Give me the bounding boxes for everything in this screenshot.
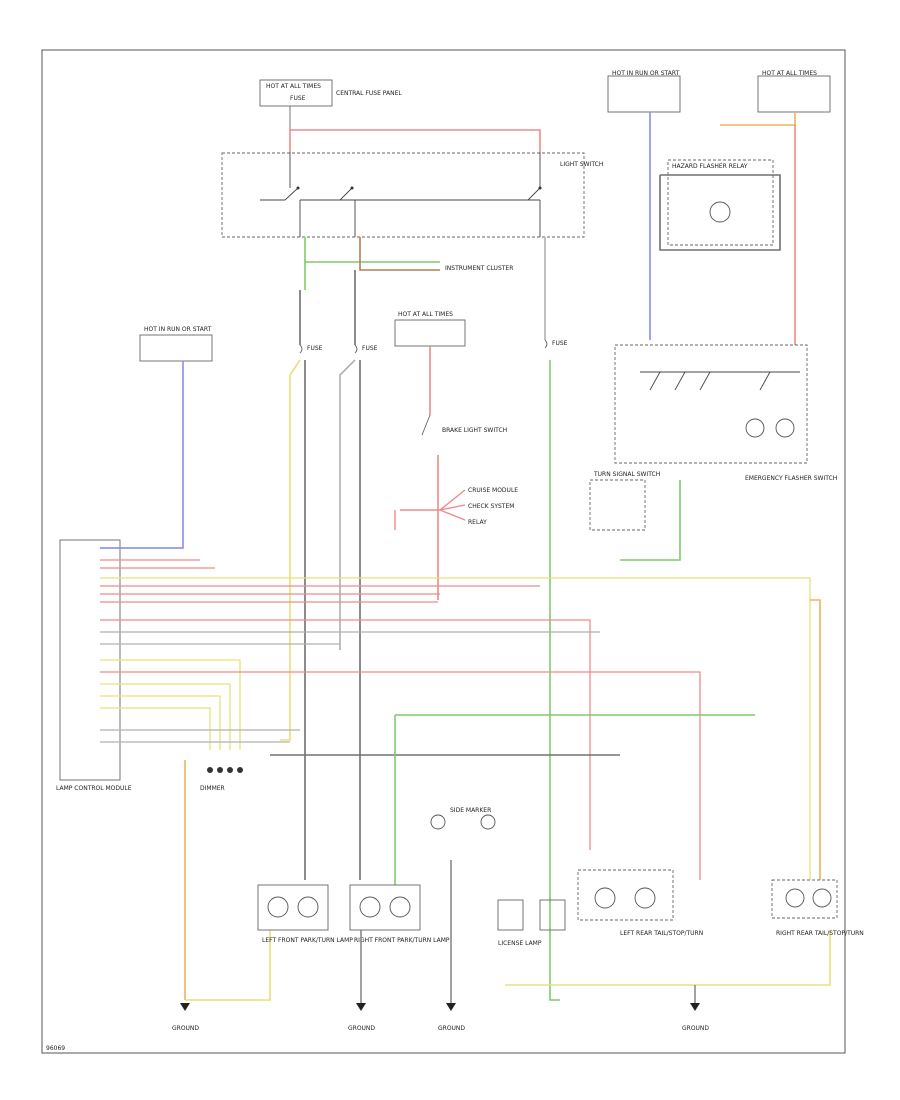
wire-gray-feeder-2 <box>339 359 356 650</box>
ground-label-3: GROUND <box>438 1025 465 1032</box>
license-lamp-label: LICENSE LAMP <box>498 940 542 947</box>
hot-all-times-mid-label: HOT AT ALL TIMES <box>398 311 453 318</box>
brake-distribution <box>394 489 466 530</box>
right-rear-bulb-1 <box>785 888 805 908</box>
light-switch-box <box>221 152 585 238</box>
wire-orange-right-drop <box>810 599 821 880</box>
fuse-label-2: FUSE <box>362 345 378 352</box>
brake-light-switch-label: BRAKE LIGHT SWITCH <box>442 427 507 434</box>
left-front-bulb-2 <box>297 896 319 918</box>
wire-green-turn <box>620 480 681 561</box>
flasher-contacts <box>640 371 800 391</box>
right-front-lamp-box <box>349 884 421 931</box>
emergency-flasher-label: EMERGENCY FLASHER SWITCH <box>745 475 837 482</box>
turn-signal-switch-box <box>589 479 646 531</box>
flasher-indicator-1 <box>745 418 765 438</box>
left-front-bulb-1 <box>267 896 289 918</box>
wire-red-top <box>290 129 541 152</box>
left-rear-lamp-label: LEFT REAR TAIL/STOP/TURN <box>620 930 703 937</box>
wire-yellow-feeder <box>280 359 301 741</box>
relay-label-mid: RELAY <box>468 519 487 526</box>
hot-all-times-right-label: HOT AT ALL TIMES <box>762 70 817 77</box>
wire-blue-left <box>100 361 184 549</box>
right-front-lamp-label: RIGHT FRONT PARK/TURN LAMP <box>354 937 450 944</box>
left-front-lamp-label: LEFT FRONT PARK/TURN LAMP <box>262 937 353 944</box>
dimmer-label: DIMMER <box>200 785 225 792</box>
hot-all-times-mid-box <box>394 319 466 347</box>
central-fuse-box <box>259 79 333 107</box>
hot-run-left-box <box>139 334 213 362</box>
left-rear-bulb-2 <box>634 887 656 909</box>
ground-drops <box>360 860 696 1003</box>
hazard-relay-box <box>667 159 774 246</box>
left-front-lamp-box <box>257 884 329 931</box>
fuse-label-3: FUSE <box>552 340 568 347</box>
flasher-indicator-2 <box>775 418 795 438</box>
ground-label-2: GROUND <box>348 1025 375 1032</box>
side-marker-bulb-1 <box>430 814 446 830</box>
central-fuse-name: CENTRAL FUSE PANEL <box>336 90 402 97</box>
emergency-flasher-box <box>614 344 808 464</box>
right-rear-lamp-label: RIGHT REAR TAIL/STOP/TURN <box>776 930 864 937</box>
hot-run-right-box <box>607 75 681 113</box>
ground-symbols <box>180 1003 700 1011</box>
light-switch-label: LIGHT SWITCH <box>560 161 603 168</box>
central-fuse-fuse-label: FUSE <box>290 95 306 102</box>
license-lamp-box-1 <box>497 899 524 931</box>
left-rear-lamp-box <box>577 869 674 921</box>
lamp-control-module-label: LAMP CONTROL MODULE <box>56 785 132 792</box>
wire-green-ls-1 <box>304 237 440 263</box>
instrument-cluster-label: INSTRUMENT CLUSTER <box>445 265 513 272</box>
right-rear-lamp-box <box>771 879 838 919</box>
module-harness <box>100 547 811 880</box>
hot-all-times-right-box <box>757 75 831 113</box>
right-rear-bulb-2 <box>812 888 832 908</box>
switch-contacts <box>260 152 541 237</box>
ground-label-4: GROUND <box>682 1025 709 1032</box>
wire-yellow-rear-run <box>505 930 831 986</box>
check-connectors <box>207 767 243 773</box>
ground-label-1: GROUND <box>172 1025 199 1032</box>
hot-run-left-label: HOT IN RUN OR START <box>144 326 212 333</box>
hazard-relay-coil <box>709 201 731 223</box>
central-fuse-hot-label: HOT AT ALL TIMES <box>266 83 321 90</box>
fuse-row <box>299 339 548 354</box>
wire-brown-ls <box>359 237 440 271</box>
check-system-label: CHECK SYSTEM <box>468 503 514 510</box>
wire-yellow-ground-run <box>185 930 271 1001</box>
hot-run-right-label: HOT IN RUN OR START <box>612 70 680 77</box>
side-marker-label: SIDE MARKER <box>450 807 491 814</box>
hazard-relay-label: HAZARD FLASHER RELAY <box>672 163 748 170</box>
left-rear-bulb-1 <box>594 887 616 909</box>
diagram-frame <box>41 49 846 1054</box>
right-front-bulb-1 <box>359 896 381 918</box>
right-front-bulb-2 <box>389 896 411 918</box>
brake-switch-blade <box>421 414 431 436</box>
switch-node-markers <box>296 186 542 190</box>
turn-signal-switch-label: TURN SIGNAL SWITCH <box>593 471 660 478</box>
wire-gray-relay-loop <box>659 174 781 251</box>
fuse-label-1: FUSE <box>307 345 323 352</box>
wire-green-feeder <box>549 360 560 1001</box>
wire-orange-right <box>720 112 796 126</box>
footer-code: 96069 <box>46 1045 65 1052</box>
side-marker-bulb-2 <box>480 814 496 830</box>
cruise-module-label: CRUISE MODULE <box>468 487 518 494</box>
license-lamp-box-2 <box>539 899 566 931</box>
